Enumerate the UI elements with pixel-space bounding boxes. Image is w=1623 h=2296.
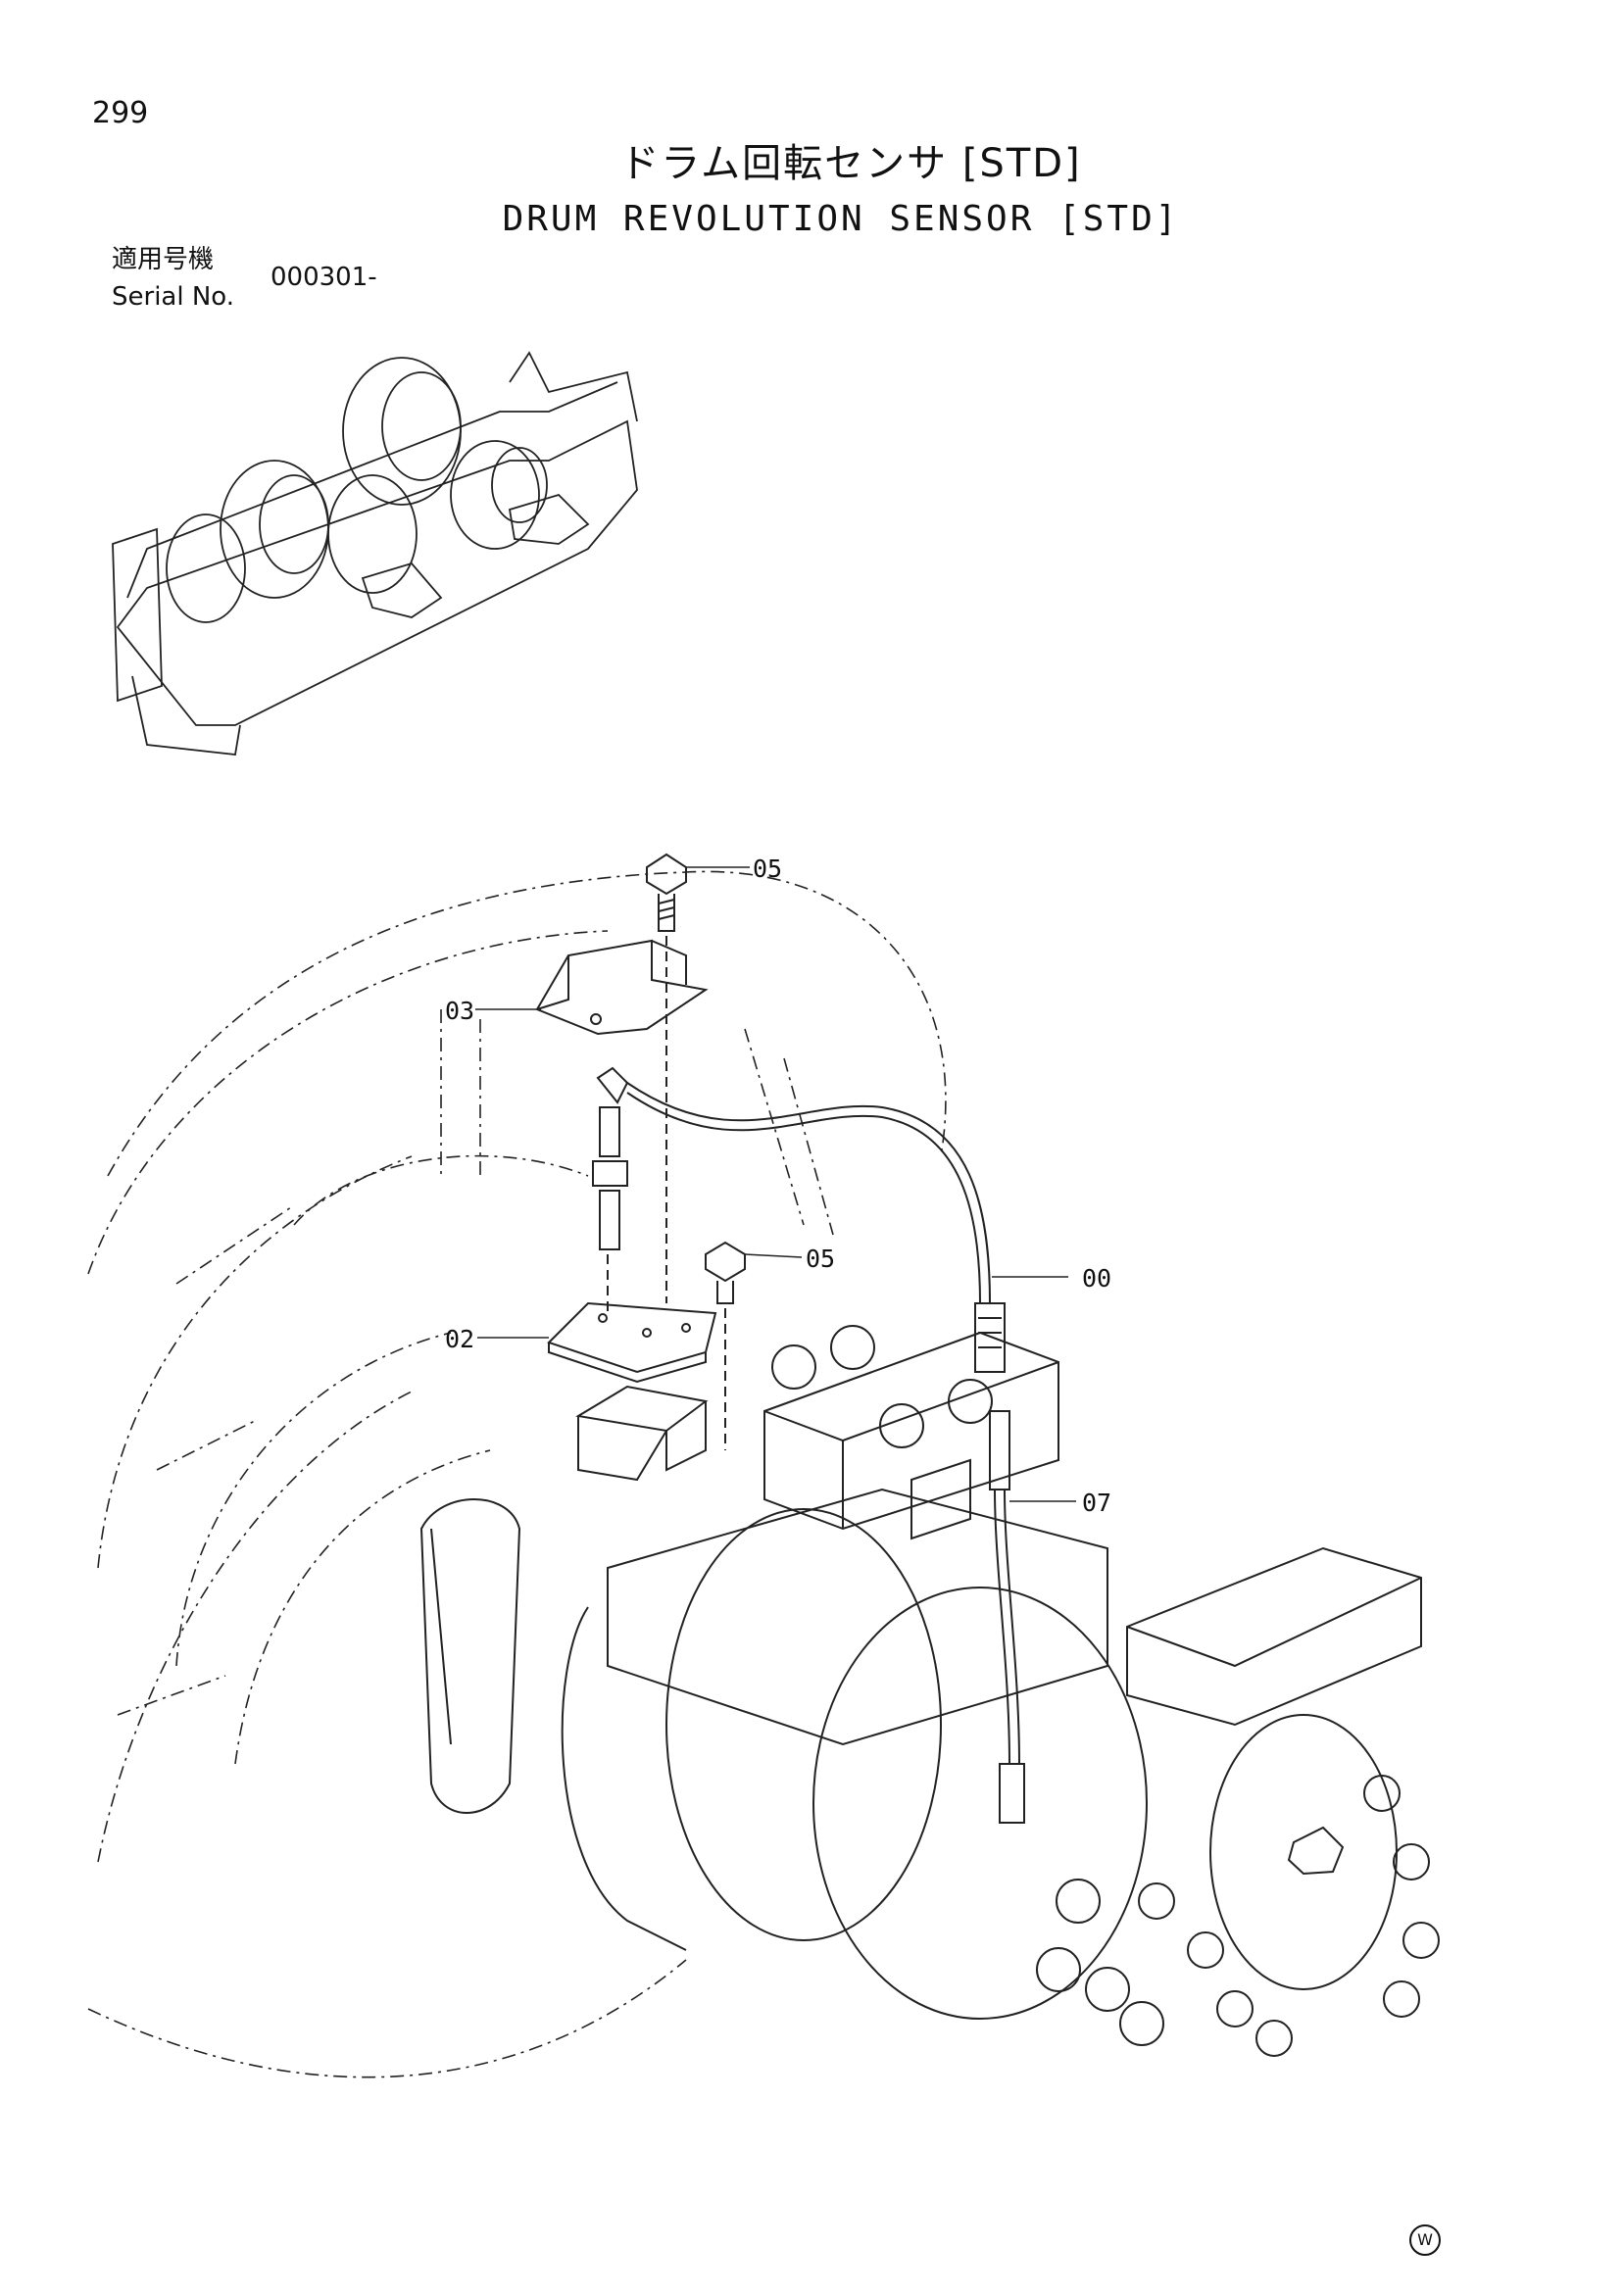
callout-bolt-mid: 05 (806, 1245, 836, 1273)
bolt-top (646, 853, 687, 1303)
title-block: ドラム回転センサ [STD] DRUM REVOLUTION SENSOR [S… (0, 135, 1623, 247)
drum-outline (87, 870, 947, 2078)
hose (626, 1082, 1006, 1373)
callout-plate: 02 (445, 1325, 475, 1353)
sensor (592, 1066, 629, 1313)
title-english: DRUM REVOLUTION SENSOR [STD] (502, 199, 1180, 239)
callout-hose: 00 (1082, 1264, 1112, 1293)
callout-bracket: 03 (445, 997, 475, 1025)
callout-bolt-top: 05 (753, 855, 783, 883)
serial-value: 000301- (270, 263, 377, 292)
serial-label-en: Serial No. (112, 282, 234, 312)
bolt-mid (705, 1241, 746, 1450)
watermark-mark: W (1409, 2224, 1441, 2256)
serial-label-jp: 適用号機 (112, 245, 215, 274)
base-block (575, 1385, 709, 1482)
title-japanese: ドラム回転センサ [STD] (619, 141, 1082, 186)
bracket (535, 939, 709, 1036)
hose-lower (989, 1410, 1025, 1824)
serial-label: 適用号機 Serial No. (112, 241, 234, 316)
overview-drum-assembly (112, 351, 638, 756)
callout-hose-lower: 07 (1082, 1489, 1112, 1517)
plate (547, 1301, 717, 1384)
page-number: 299 (92, 96, 149, 130)
motor-assembly (419, 1325, 1440, 2057)
leader-lines (475, 866, 1076, 1502)
